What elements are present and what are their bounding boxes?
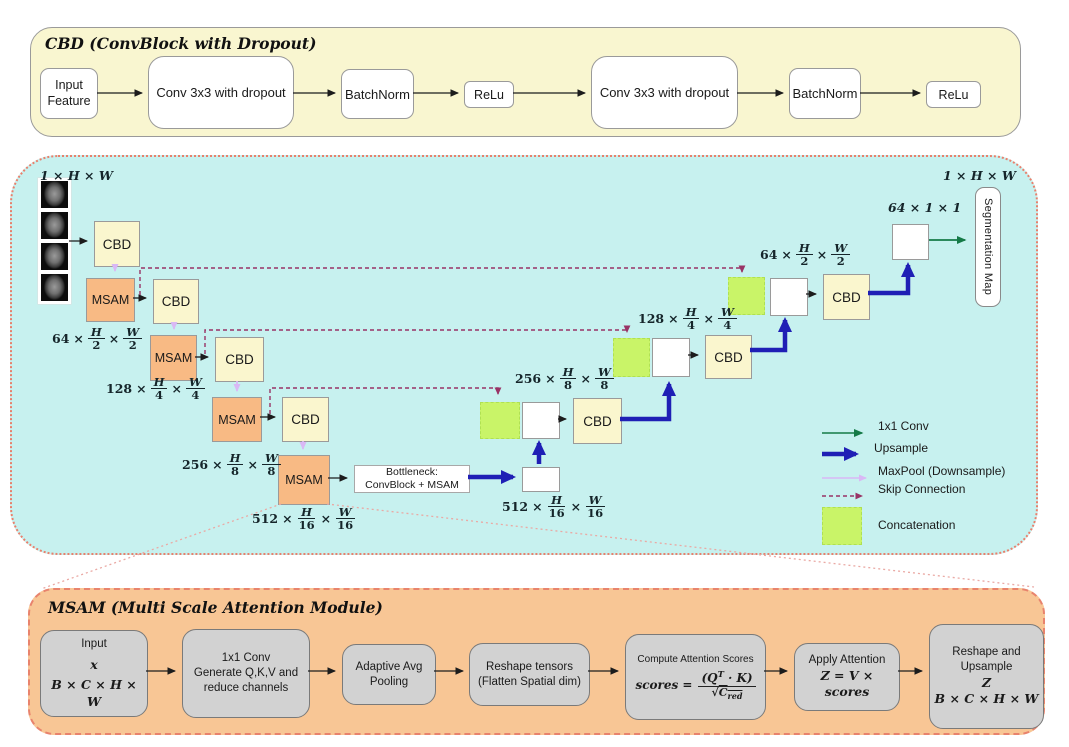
encoder-cbd-2: CBD	[153, 279, 199, 324]
legend-label-1x1-conv: 1x1 Conv	[878, 419, 929, 433]
cbd-step-batchnorm2: BatchNorm	[789, 68, 861, 119]
legend-label-upsample: Upsample	[874, 441, 929, 455]
msam-panel-title: MSAM (Multi Scale Attention Module)	[48, 598, 383, 617]
segmentation-map: Segmentation Map	[975, 187, 1001, 307]
cbd-panel-title: CBD (ConvBlock with Dropout)	[45, 34, 317, 53]
dim-label-output: 1 × H × W	[943, 168, 1016, 183]
msam-step-attention-scores: Compute Attention Scores scores = (QT · …	[625, 634, 766, 720]
msam-step-adaptive-pool: Adaptive Avg Pooling	[342, 644, 436, 705]
mri-slice-4	[41, 274, 68, 301]
legend-swatch-1x1-conv	[820, 426, 876, 445]
mri-slice-2	[41, 212, 68, 239]
legend-swatch-concat	[822, 507, 862, 545]
decoder-cbd-2: CBD	[823, 274, 870, 320]
legend-swatch-skip	[820, 489, 876, 508]
msam-step-reshape-upsample: Reshape and Upsample Z B × C × H × W	[929, 624, 1044, 729]
encoder-cbd-4: CBD	[282, 397, 329, 442]
mri-slice-1	[41, 181, 68, 208]
legend-swatch-maxpool	[820, 471, 876, 490]
encoder-msam-2: MSAM	[150, 335, 197, 381]
dim-label-out-conv: 64 × 1 × 1	[888, 200, 962, 215]
encoder-cbd-3: CBD	[215, 337, 264, 382]
concat-box-4	[613, 338, 650, 377]
dim-label-input: 1 × H × W	[40, 168, 113, 183]
mri-slice-3	[41, 243, 68, 270]
encoder-msam-3: MSAM	[212, 397, 262, 442]
encoder-cbd-1: CBD	[94, 221, 140, 267]
decoder-cbd-4: CBD	[705, 335, 752, 379]
cbd-panel: CBD (ConvBlock with Dropout) Input Featu…	[30, 27, 1021, 137]
input-mri-stack	[38, 178, 71, 304]
decoder-cbd-8: CBD	[573, 398, 622, 444]
decoder-feature-2	[770, 278, 808, 316]
decoder-feature-4	[652, 338, 690, 377]
legend-label-concat: Concatenation	[878, 518, 956, 532]
msam-step-qkv: 1x1 Conv Generate Q,K,V and reduce chann…	[182, 629, 310, 718]
decoder-feature-8	[522, 402, 560, 439]
unet-panel: CBD MSAM CBD MSAM CBD MSAM CBD MSAM Bott…	[10, 155, 1038, 555]
encoder-msam-1: MSAM	[86, 278, 135, 322]
legend-swatch-upsample	[820, 447, 876, 466]
msam-step-apply-attention: Apply Attention Z = V × scores	[794, 643, 900, 711]
legend-label-skip: Skip Connection	[878, 482, 966, 496]
cbd-step-relu2: ReLu	[926, 81, 981, 108]
concat-box-8	[480, 402, 520, 439]
encoder-msam-4: MSAM	[278, 455, 330, 505]
cbd-step-conv2: Conv 3x3 with dropout	[591, 56, 738, 129]
cbd-step-relu1: ReLu	[464, 81, 514, 108]
decoder-feature-16	[522, 467, 560, 492]
bottleneck-block: Bottleneck: ConvBlock + MSAM	[354, 465, 470, 493]
cbd-step-input-feature: Input Feature	[40, 68, 98, 119]
cbd-step-batchnorm1: BatchNorm	[341, 69, 414, 119]
msam-step-input: Input x B × C × H × W	[40, 630, 148, 717]
msam-step-reshape: Reshape tensors (Flatten Spatial dim)	[469, 643, 590, 706]
attention-scores-formula: scores = (QT · K) √Cred	[635, 671, 756, 700]
output-feature-box	[892, 224, 929, 260]
cbd-step-conv1: Conv 3x3 with dropout	[148, 56, 294, 129]
legend-label-maxpool: MaxPool (Downsample)	[878, 464, 1006, 478]
msam-panel: MSAM (Multi Scale Attention Module) Inpu…	[28, 588, 1045, 735]
